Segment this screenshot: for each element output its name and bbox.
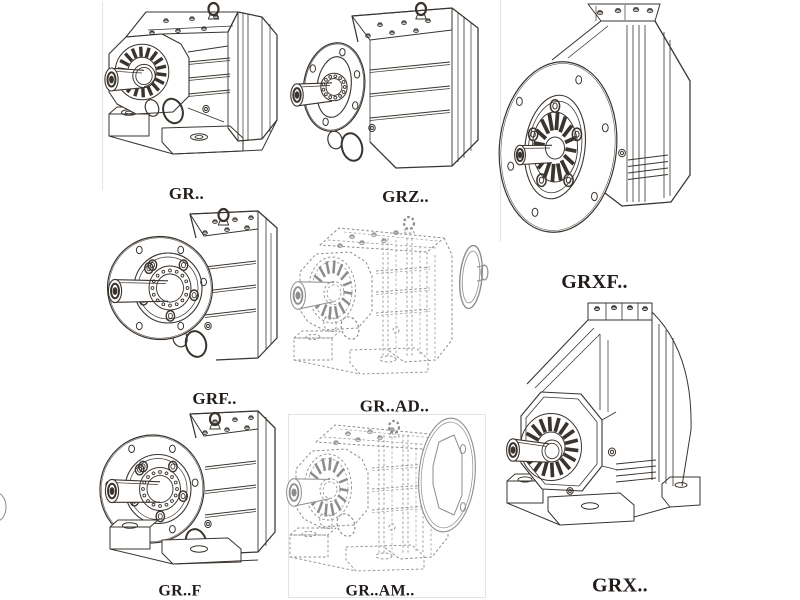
svg-text:GR..AD..: GR..AD.. [360,397,429,416]
svg-text:GR..F: GR..F [158,583,201,600]
svg-text:GR..: GR.. [169,184,204,203]
svg-text:GR..AM..: GR..AM.. [345,583,414,600]
svg-text:GRF..: GRF.. [192,389,236,408]
svg-text:GRXF..: GRXF.. [561,271,628,293]
svg-text:GRX..: GRX.. [592,575,648,597]
svg-text:GRZ..: GRZ.. [382,187,429,206]
